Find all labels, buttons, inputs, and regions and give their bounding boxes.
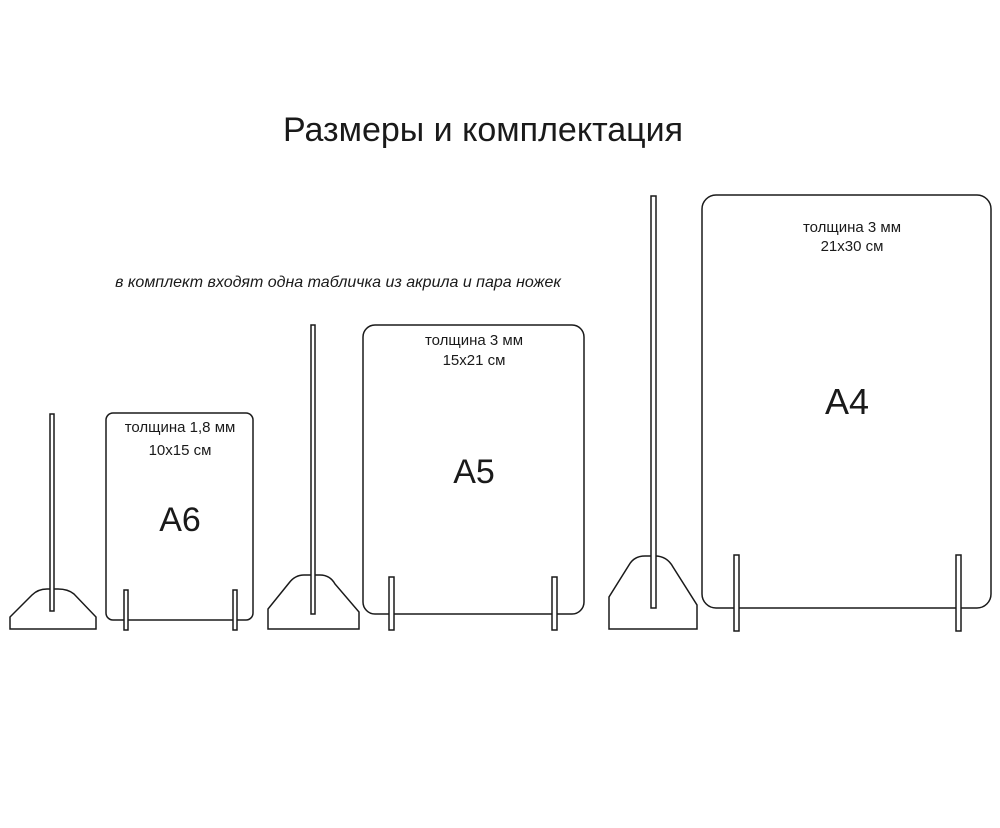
page-title: Размеры и комплектация: [283, 111, 683, 149]
a5-front-view: толщина 3 мм 15x21 см A5: [362, 324, 585, 631]
a5-foot-right: [551, 576, 558, 631]
a5-set: толщина 3 мм 15x21 см A5: [267, 324, 585, 631]
a6-front-view: толщина 1,8 мм 10x15 см A6: [105, 412, 254, 631]
a4-plate-edge: [650, 195, 657, 609]
a4-side-view: [608, 195, 698, 630]
a6-plate: [105, 412, 254, 621]
a4-foot-right: [955, 554, 962, 632]
a6-plate-edge: [49, 413, 55, 612]
a5-foot-left: [388, 576, 395, 631]
a5-size-label: 15x21 см: [443, 352, 506, 369]
a6-format-label: A6: [159, 501, 201, 539]
a5-thickness-label: толщина 3 мм: [425, 332, 523, 349]
a6-foot-right: [232, 589, 238, 631]
a4-set: толщина 3 мм 21x30 см A4: [608, 194, 992, 632]
a4-foot-left: [733, 554, 740, 632]
a5-plate-edge: [310, 324, 316, 615]
a6-side-view: [9, 413, 97, 630]
kit-contents-note: в комплект входят одна табличка из акрил…: [115, 274, 562, 291]
a4-front-view: толщина 3 мм 21x30 см A4: [701, 194, 992, 632]
a4-thickness-label: толщина 3 мм: [803, 219, 901, 236]
a6-size-label: 10x15 см: [149, 442, 212, 459]
a5-plate: [362, 324, 585, 615]
a5-side-view: [267, 324, 360, 630]
a6-foot-left: [123, 589, 129, 631]
a6-thickness-label: толщина 1,8 мм: [125, 419, 236, 436]
a4-size-label: 21x30 см: [821, 238, 884, 255]
a4-format-label: A4: [825, 381, 869, 422]
a5-format-label: A5: [453, 453, 495, 491]
a6-set: толщина 1,8 мм 10x15 см A6: [9, 412, 254, 631]
a4-plate: [701, 194, 992, 609]
